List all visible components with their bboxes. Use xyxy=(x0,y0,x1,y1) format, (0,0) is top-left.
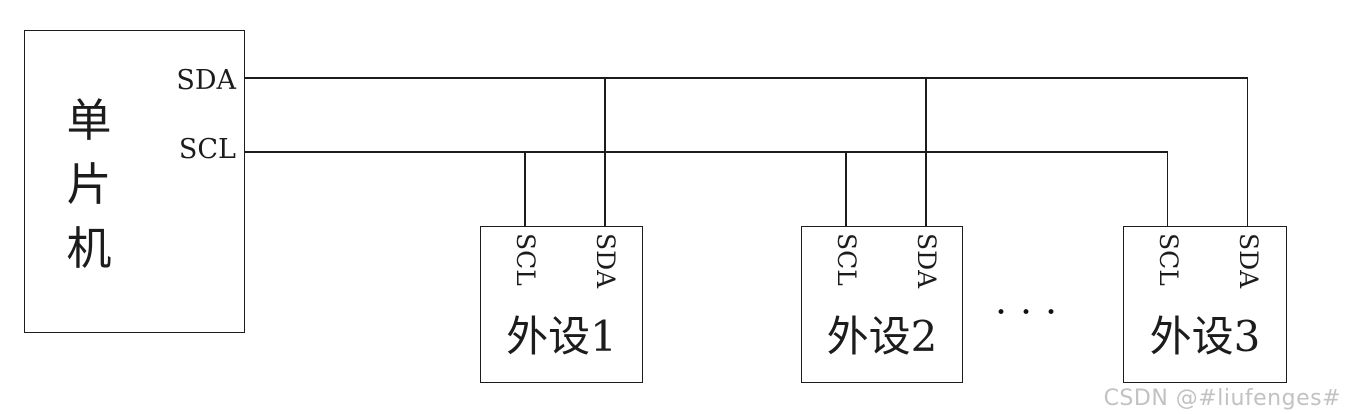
peripheral-1-sda-pin-label: SDA xyxy=(591,233,620,289)
peripheral-1-scl-wire xyxy=(524,151,526,227)
peripheral-2-label: 外设2 xyxy=(826,312,938,361)
peripheral-3-sda-pin-label: SDA xyxy=(1234,233,1263,289)
peripheral-1-scl-pin-label: SCL xyxy=(511,233,540,286)
mcu-box: 单片机 SDA SCL xyxy=(24,30,245,333)
peripheral-2-scl-pin-label: SCL xyxy=(832,233,861,286)
peripheral-2-scl-wire xyxy=(845,151,847,227)
scl-bus-line xyxy=(245,151,1168,153)
csdn-watermark: CSDN @#liufenges# xyxy=(1103,386,1341,411)
mcu-scl-pin-label: SCL xyxy=(178,134,236,165)
peripheral-1-sda-wire xyxy=(604,77,606,227)
mcu-label: 单片机 xyxy=(66,94,112,275)
peripheral-3-label: 外设3 xyxy=(1149,312,1261,361)
peripheral-1-box: SCL SDA 外设1 xyxy=(480,226,643,383)
peripheral-3-box: SCL SDA 外设3 xyxy=(1123,226,1287,383)
peripheral-3-sda-wire xyxy=(1246,77,1248,227)
peripheral-3-scl-wire xyxy=(1166,151,1168,227)
peripheral-2-sda-pin-label: SDA xyxy=(912,233,941,289)
peripheral-2-box: SCL SDA 外设2 xyxy=(801,226,963,383)
more-peripherals-ellipsis: ••• xyxy=(996,303,1072,323)
peripheral-2-sda-wire xyxy=(925,77,927,227)
mcu-sda-pin-label: SDA xyxy=(176,65,236,96)
peripheral-3-scl-pin-label: SCL xyxy=(1154,233,1183,286)
peripheral-1-label: 外设1 xyxy=(506,312,617,361)
sda-bus-line xyxy=(245,77,1248,79)
